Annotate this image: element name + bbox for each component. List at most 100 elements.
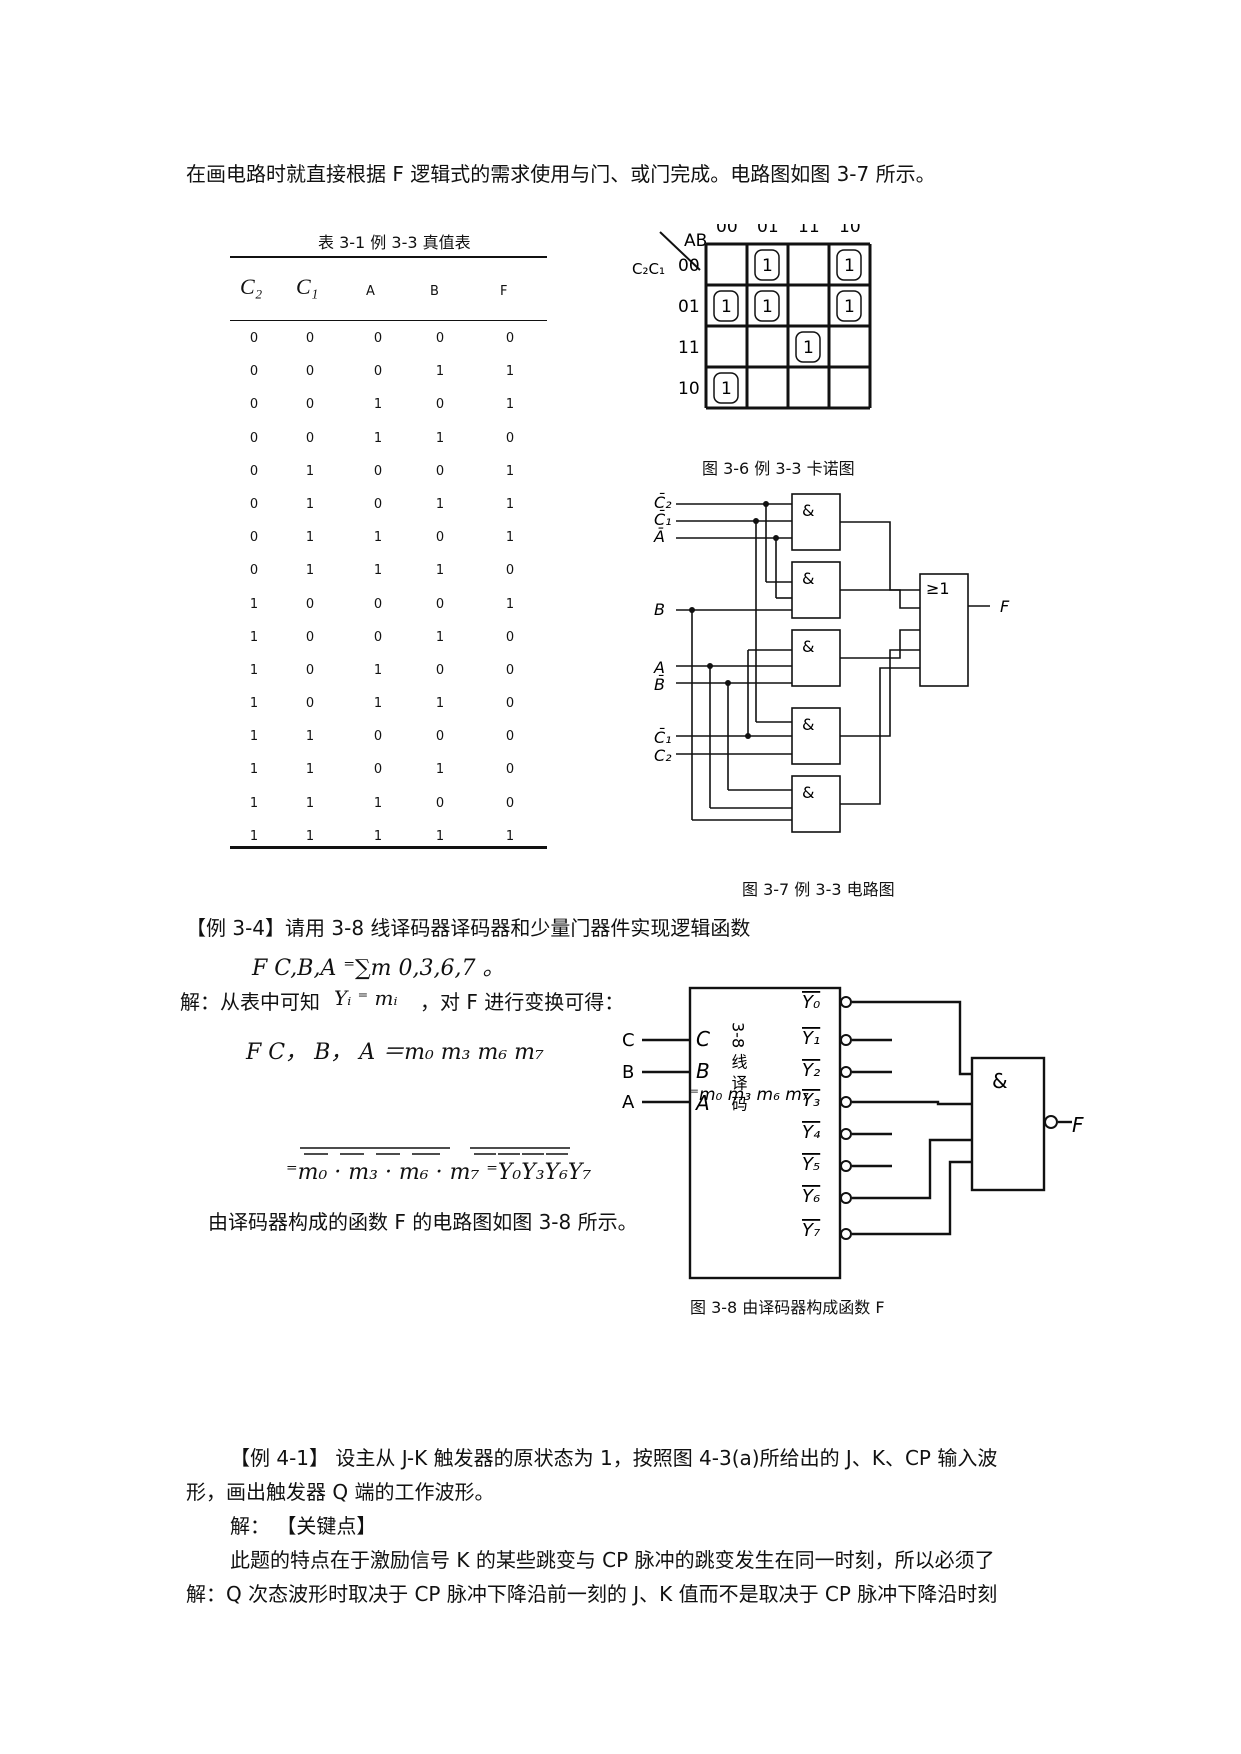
decoder-output-label: Y₃	[802, 1090, 820, 1111]
kmap-corner-top: AB	[684, 231, 707, 251]
table-cell: 1	[435, 828, 445, 844]
kmap-loop	[713, 372, 739, 404]
table-cell: 0	[505, 795, 515, 811]
kmap-col-label: 00	[716, 224, 738, 237]
table-cell: 0	[305, 696, 315, 712]
table-cell: 0	[305, 662, 315, 678]
kmap-col-label: 10	[839, 224, 861, 237]
table-cell: 1	[249, 795, 259, 811]
table-cell: 0	[249, 463, 259, 479]
nand-output-f: F	[1072, 1113, 1084, 1137]
table-cell: 1	[505, 496, 515, 512]
table-cell: 0	[505, 662, 515, 678]
kmap-loop	[795, 331, 821, 363]
kmap-loop	[754, 290, 780, 322]
table-cell: 1	[373, 430, 383, 446]
decoder-output-label: Y₆	[802, 1186, 820, 1207]
table-cell: 1	[373, 696, 383, 712]
kmap-row-label: 10	[678, 379, 700, 399]
f-expression-2: ⁼m₀ · m₃ · m₆ · m₇ ⁼Y₀Y₃Y₆Y₇	[286, 1160, 592, 1185]
and-label-2: &	[802, 569, 814, 588]
example-41-para1a: 【例 4-1】 设主从 J-K 触发器的原状态为 1，按照图 4-3(a)所给出…	[230, 1446, 998, 1470]
table-cell: 0	[435, 729, 445, 745]
and-label-1: &	[802, 501, 814, 520]
table-cell: 1	[505, 364, 515, 380]
table-cell: 1	[505, 828, 515, 844]
kmap-grid	[704, 242, 872, 410]
table-cell: 0	[505, 762, 515, 778]
table-cell: 0	[249, 496, 259, 512]
table-cell: 1	[249, 762, 259, 778]
nand-label: &	[992, 1069, 1008, 1093]
table-cell: 1	[373, 397, 383, 413]
example-41-solution: 解： 【关键点】	[230, 1514, 377, 1538]
example-34-formula: F C,B,A ⁼∑m 0,3,6,7 。	[252, 956, 505, 981]
table-cell: 0	[373, 463, 383, 479]
table-cell: 1	[435, 696, 445, 712]
example-41-para2a: 此题的特点在于激励信号 K 的某些跳变与 CP 脉冲的跳变发生在同一时刻，所以必…	[230, 1548, 995, 1572]
table-header-a: A	[366, 284, 375, 299]
table-cell: 0	[435, 530, 445, 546]
input-c2: C₂	[654, 746, 672, 765]
table-cell: 1	[249, 629, 259, 645]
table-cell: 0	[435, 463, 445, 479]
table-cell: 0	[249, 430, 259, 446]
table-cell: 0	[373, 364, 383, 380]
table-cell: 1	[505, 397, 515, 413]
table-cell: 0	[435, 596, 445, 612]
table-cell: 1	[435, 364, 445, 380]
input-a: A	[653, 658, 665, 677]
kmap-caption: 图 3-6 例 3-3 卡诺图	[702, 459, 855, 478]
table-cell: 1	[435, 496, 445, 512]
table-cell: 1	[373, 795, 383, 811]
table-bottom-rule	[230, 846, 547, 849]
table-cell: 1	[249, 729, 259, 745]
table-caption: 表 3-1 例 3-3 真值表	[318, 233, 471, 252]
f-expression: F C， B， A ＝m₀ m₃ m₆ m₇	[246, 1040, 544, 1065]
and-label-4: &	[802, 715, 814, 734]
table-cell: 1	[305, 530, 315, 546]
solution-prefix: 解：从表中可知	[180, 990, 320, 1014]
kmap-corner-left: C₂C₁	[632, 260, 665, 278]
table-cell: 1	[435, 762, 445, 778]
solution-suffix: ，对 F 进行变换可得：	[420, 990, 625, 1014]
input-c1-bar: C̄₁	[654, 510, 672, 529]
input-b-bar: B̄	[654, 675, 665, 694]
solution-identity: Yᵢ ⁼ mᵢ	[334, 986, 398, 1010]
circuit-38-caption: 图 3-8 由译码器构成函数 F	[690, 1298, 885, 1317]
table-top-rule	[230, 256, 547, 258]
table-cell: 1	[435, 629, 445, 645]
table-cell: 0	[373, 331, 383, 346]
table-cell: 0	[505, 729, 515, 745]
table-cell: 1	[249, 596, 259, 612]
table-cell: 1	[305, 496, 315, 512]
table-cell: 0	[505, 331, 515, 346]
kmap-col-label: 01	[757, 224, 779, 237]
table-header-c2: C₂	[240, 274, 263, 299]
table-cell: 0	[249, 331, 259, 346]
table-cell: 1	[373, 828, 383, 844]
table-cell: 0	[305, 629, 315, 645]
decoder-output-label: Y₇	[802, 1220, 821, 1241]
kmap-corner-diagonal	[659, 231, 701, 271]
kmap-col-label: 11	[798, 224, 820, 237]
kmap-cell-value: 1	[721, 379, 732, 399]
table-header-f: F	[500, 284, 508, 299]
input-c1-bar-2: C̄₁	[654, 728, 672, 747]
input-c2-bar: C̄₂	[654, 493, 672, 512]
decoder-box	[688, 986, 842, 1280]
nand-gate	[970, 1056, 1046, 1192]
table-cell: 0	[305, 364, 315, 380]
kmap-cell-value: 1	[844, 256, 855, 276]
table-cell: 0	[505, 696, 515, 712]
kmap-row-label: 11	[678, 338, 700, 358]
table-cell: 1	[249, 828, 259, 844]
